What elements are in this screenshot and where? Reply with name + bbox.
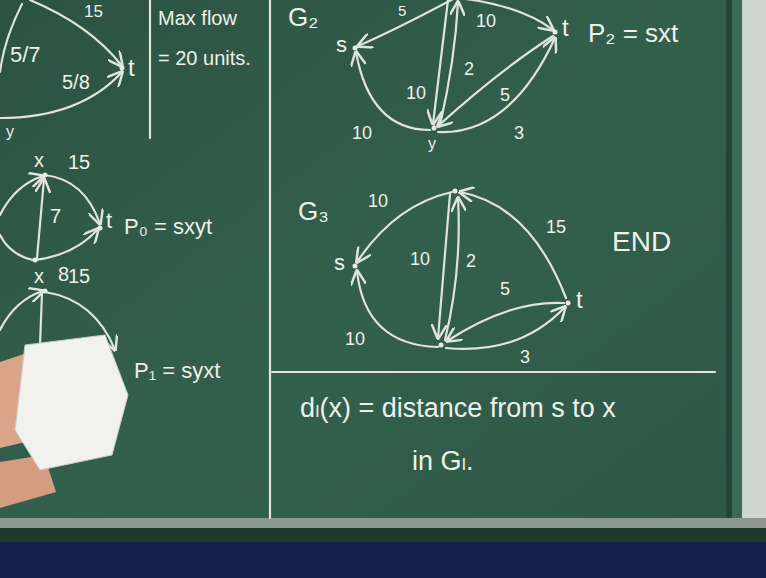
graph-edge (446, 307, 565, 349)
capacity-label: 10 (476, 12, 496, 30)
capacity-label: 5 (398, 3, 406, 18)
graph-name: G₃ (298, 198, 329, 224)
graph-vertex (120, 66, 125, 71)
graph-vertex (566, 301, 571, 306)
vertex-label: x (34, 150, 44, 170)
vertex-label: y (428, 136, 436, 152)
graph-edge (445, 198, 459, 340)
graph-edge (356, 52, 430, 130)
capacity-label: 10 (345, 330, 365, 348)
vertex-label: t (128, 56, 135, 80)
graph-edge (458, 0, 553, 30)
graph-vertex (439, 343, 444, 348)
graph-edge (0, 176, 43, 215)
board-edge (726, 0, 732, 522)
capacity-label: 2 (466, 252, 476, 270)
definition-text: in Gₗ. (412, 448, 474, 475)
graph-edge (438, 194, 450, 338)
graph-vertex (353, 46, 358, 51)
path-label: P₂ = sxt (588, 20, 678, 46)
graph-edge (438, 36, 553, 126)
vertex-label: s (334, 252, 345, 274)
graph-edge (0, 235, 33, 260)
board-ledge (0, 528, 766, 542)
flow-label: 5/8 (62, 72, 90, 92)
graph-edge (0, 72, 122, 118)
board-frame (732, 0, 742, 522)
graph-edge (433, 0, 448, 124)
capacity-label: 15 (68, 266, 90, 286)
graph-edge (35, 229, 98, 260)
graph-edge (357, 271, 438, 347)
graph-vertex (43, 289, 48, 294)
graph-edge (30, 0, 122, 66)
capacity-label: 3 (514, 124, 524, 142)
graph-edge (37, 179, 44, 258)
capacity-label: 10 (406, 84, 426, 102)
graph-name: G₂ (288, 4, 318, 30)
note-text: Max flow (158, 8, 237, 28)
graph-vertex (553, 30, 558, 35)
floor-band (0, 542, 766, 578)
divider-line (269, 0, 271, 518)
graph-vertex (353, 264, 358, 269)
flow-label: 5/7 (10, 44, 41, 66)
paper-sheet (15, 335, 128, 470)
graph-vertex (33, 258, 38, 263)
capacity-label: 15 (546, 218, 566, 236)
graph-edge (438, 38, 555, 132)
capacity-label: 10 (368, 192, 388, 210)
capacity-label: 10 (352, 124, 372, 142)
capacity-label: 15 (68, 152, 90, 172)
graph-edge (0, 291, 43, 330)
graph-edge (358, 0, 455, 46)
capacity-label: 7 (50, 206, 61, 226)
vertex-label: x (34, 266, 44, 286)
wall (742, 0, 766, 522)
graph-vertex (43, 173, 48, 178)
vertex-label: t (106, 210, 112, 232)
vertex-label: y (6, 124, 14, 140)
capacity-label: 5 (500, 280, 510, 298)
graph-edge (357, 192, 452, 262)
vertex-label: s (336, 34, 347, 56)
divider-line (149, 0, 151, 138)
vertex-label: t (576, 288, 583, 312)
graph-edge (447, 303, 564, 341)
graph-vertex (453, 189, 458, 194)
path-label: P₁ = syxt (134, 360, 220, 382)
definition-text: dₗ(x) = distance from s to x (300, 395, 616, 422)
capacity-label: 5 (500, 86, 510, 104)
divider-line (272, 371, 715, 373)
capacity-label: 10 (410, 250, 430, 268)
vertex-label: t (562, 16, 569, 40)
note-text: = 20 units. (158, 48, 251, 68)
end-note: END (612, 228, 671, 256)
chalk-rail (0, 518, 766, 528)
capacity-label: 3 (520, 348, 530, 366)
graph-edge (460, 192, 566, 298)
graph-edge (440, 2, 458, 125)
capacity-label: 15 (84, 3, 103, 20)
capacity-label: 2 (464, 60, 474, 78)
path-label: P₀ = sxyt (124, 216, 212, 238)
capacity-label: 8 (58, 264, 69, 284)
graph-edge (40, 293, 42, 345)
graph-vertex (98, 226, 103, 231)
graph-vertex (432, 126, 437, 131)
